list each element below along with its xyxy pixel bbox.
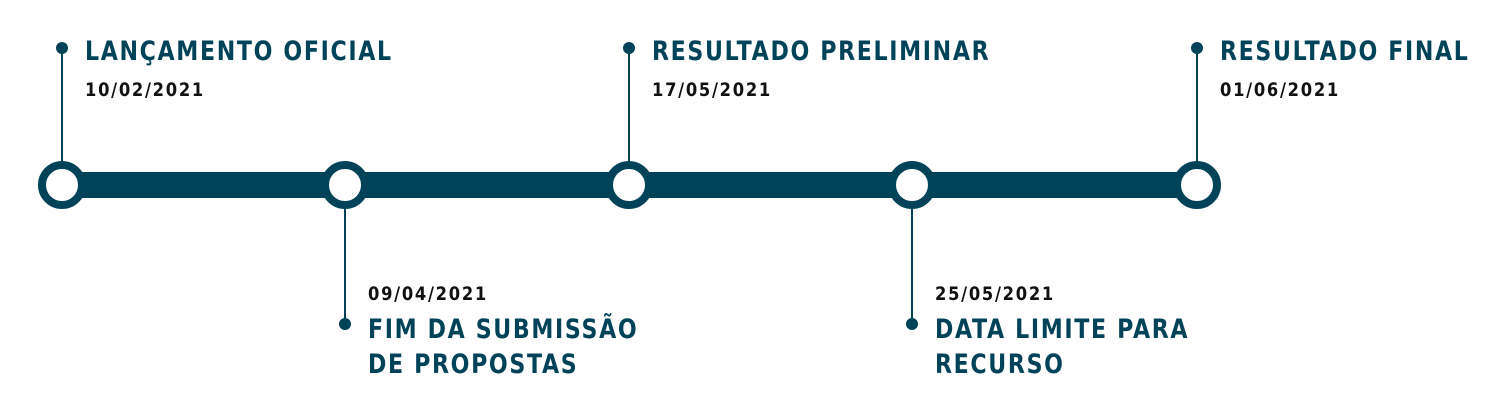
milestone-date: 17/05/2021 xyxy=(652,80,772,101)
milestone-title: RESULTADO FINAL xyxy=(1220,35,1470,67)
milestone-dot xyxy=(1191,42,1203,54)
milestone-title: DATA LIMITE PARA xyxy=(935,313,1189,345)
milestone-dot xyxy=(339,318,351,330)
node-layer xyxy=(38,161,1221,209)
milestone-date: 25/05/2021 xyxy=(935,284,1055,305)
milestone-dot xyxy=(56,42,68,54)
milestone-title: LANÇAMENTO OFICIAL xyxy=(85,35,393,67)
milestone-title: RECURSO xyxy=(935,348,1065,380)
milestone-title: RESULTADO PRELIMINAR xyxy=(652,35,990,67)
milestone-node xyxy=(1173,161,1221,209)
milestone-node xyxy=(888,161,936,209)
milestone-node xyxy=(38,161,86,209)
connector-layer xyxy=(56,42,1203,330)
milestone-date: 01/06/2021 xyxy=(1220,80,1340,101)
milestone-title: FIM DA SUBMISSÃO xyxy=(368,313,638,345)
milestone-node xyxy=(605,161,653,209)
milestone-date: 10/02/2021 xyxy=(85,80,205,101)
milestone-node xyxy=(321,161,369,209)
milestone-date: 09/04/2021 xyxy=(368,284,488,305)
milestone-title: DE PROPOSTAS xyxy=(368,348,578,380)
milestone-dot xyxy=(906,318,918,330)
milestone-dot xyxy=(623,42,635,54)
